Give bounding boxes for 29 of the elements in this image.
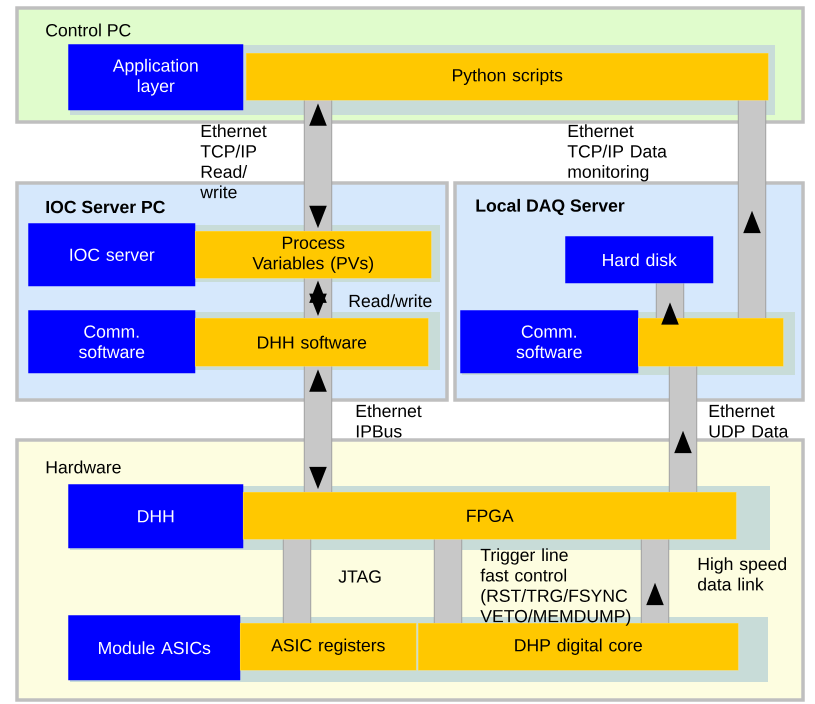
edge-label: Read/write [350, 294, 432, 308]
layer-box: Comm. software [460, 310, 638, 374]
edge-label: Ethernet UDP Data [710, 404, 788, 438]
component-box [638, 318, 784, 367]
layer-box: Hard disk [565, 236, 714, 284]
connector-bar [304, 100, 332, 231]
layer-box: IOC server [28, 223, 196, 286]
edge-label: Ethernet TCP/IP Data monitoring [568, 124, 667, 182]
layer-box: Comm. software [28, 310, 196, 374]
connector-bar [640, 540, 670, 623]
component-box: ASIC registers [240, 622, 417, 671]
edge-label: High speed data link [698, 557, 786, 591]
component-box: DHH software [194, 318, 429, 367]
layer-box: DHH [68, 484, 244, 548]
layer-box: Application layer [68, 44, 244, 110]
connector-bar [304, 278, 332, 318]
component-box: FPGA [242, 492, 736, 540]
layer-box: Module ASICs [68, 615, 240, 680]
edge-label: Ethernet IPBus [356, 404, 422, 438]
component-box: Process Variables (PVs) [194, 231, 432, 279]
component-box: Python scripts [246, 52, 769, 101]
connector-bar [656, 284, 684, 325]
connector-bar [304, 366, 332, 492]
connector-bar [668, 366, 698, 492]
connector-bar [282, 540, 312, 623]
connector-bar [434, 540, 462, 623]
edge-label: JTAG [338, 570, 381, 583]
edge-label: Ethernet TCP/IP Read/ write [200, 124, 267, 198]
connector-bar [738, 100, 766, 318]
